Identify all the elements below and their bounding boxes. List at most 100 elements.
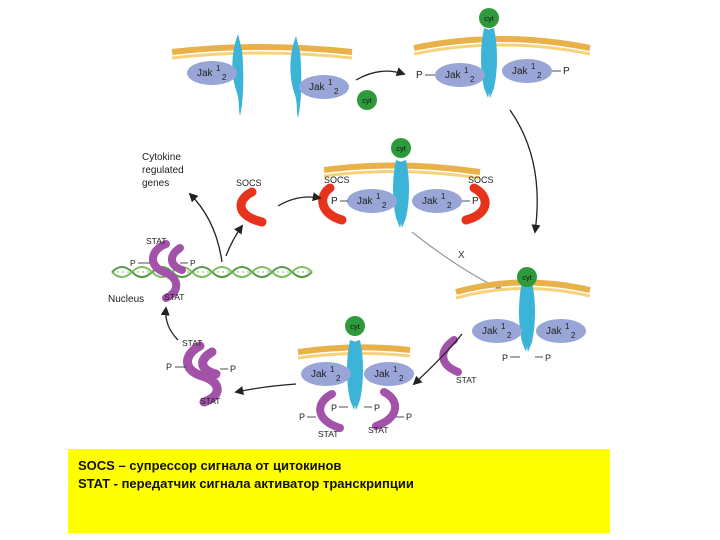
svg-text:Jak: Jak xyxy=(197,68,214,79)
phosphate-label: P xyxy=(331,196,338,207)
svg-text:1: 1 xyxy=(393,365,398,374)
jak-kinase xyxy=(435,63,485,87)
svg-text:1: 1 xyxy=(441,192,446,201)
svg-text:2: 2 xyxy=(447,201,452,210)
svg-text:2: 2 xyxy=(507,331,512,340)
phosphate-label: P xyxy=(545,353,551,363)
svg-text:1: 1 xyxy=(216,64,221,73)
svg-text:Jak: Jak xyxy=(482,326,499,337)
cytokine-label: cyt xyxy=(362,96,373,105)
socs-protein xyxy=(236,187,267,227)
jak-kinase xyxy=(301,362,351,386)
legend-stat-definition: STAT - передатчик сигнала активатор тран… xyxy=(78,476,414,491)
phosphate-label: P xyxy=(374,403,380,413)
cell-membrane xyxy=(171,51,353,60)
jak-kinase xyxy=(299,75,349,99)
phosphate-label: P xyxy=(502,353,508,363)
cytokine-label: cyt xyxy=(484,14,495,23)
flow-arrow xyxy=(509,109,541,234)
phosphate-label: P xyxy=(416,70,423,81)
jak-kinase xyxy=(187,61,237,85)
stat-protein xyxy=(168,244,186,274)
receptor-chain xyxy=(232,34,244,116)
stat-protein xyxy=(316,390,344,432)
phosphate-label: P xyxy=(299,412,305,422)
stat-label: STAT xyxy=(146,236,166,246)
svg-text:1: 1 xyxy=(376,192,381,201)
svg-text:1: 1 xyxy=(328,78,333,87)
svg-text:Jak: Jak xyxy=(311,369,328,380)
flow-arrow xyxy=(234,383,297,396)
svg-text:1: 1 xyxy=(565,322,570,331)
svg-text:2: 2 xyxy=(382,201,387,210)
flow-arrow xyxy=(160,306,179,341)
inhibited-arrow xyxy=(411,231,504,291)
svg-text:1: 1 xyxy=(464,66,469,75)
stat-dimer: STAT STAT P P xyxy=(166,338,236,407)
svg-text:Jak: Jak xyxy=(512,66,529,77)
legend-box: SOCS – супрессор сигнала от цитокинов ST… xyxy=(68,449,610,533)
phosphate-label: P xyxy=(563,66,570,77)
svg-text:2: 2 xyxy=(470,75,475,84)
phosphate-label: P xyxy=(331,403,337,413)
receptor-chain xyxy=(486,28,497,98)
stat-label: STAT xyxy=(368,425,388,435)
jak-kinase xyxy=(347,189,397,213)
nucleus-dna: STAT STAT P P Nucleus xyxy=(108,236,313,305)
cytokine-label: cyt xyxy=(396,144,407,153)
stat-protein xyxy=(198,347,221,379)
cell-membrane xyxy=(413,36,591,51)
jak-kinase xyxy=(412,189,462,213)
svg-text:2: 2 xyxy=(334,87,339,96)
stat-label: STAT xyxy=(200,396,220,406)
svg-text:1: 1 xyxy=(330,365,335,374)
svg-text:Jak: Jak xyxy=(546,326,563,337)
cytokine-ligand xyxy=(517,267,537,287)
socs-label: SOCS xyxy=(324,175,350,185)
flow-arrow xyxy=(188,192,223,263)
phosphate-label: P xyxy=(472,196,479,207)
cytokine-label: cyt xyxy=(522,273,533,282)
jak-kinase xyxy=(536,319,586,343)
stat-protein xyxy=(439,336,462,376)
svg-text:2: 2 xyxy=(336,374,341,383)
stat-protein xyxy=(183,341,222,407)
cytokine-label: cyt xyxy=(350,322,361,331)
cytokine-genes-label: Cytokine regulated genes xyxy=(142,152,184,189)
cytokine-ligand xyxy=(391,138,411,158)
socs-label: SOCS xyxy=(468,175,494,185)
svg-text:Jak: Jak xyxy=(357,196,374,207)
cytokine-ligand xyxy=(479,8,499,28)
cytokine-ligand xyxy=(357,90,377,110)
stat-protein xyxy=(372,388,399,430)
jak-kinase xyxy=(502,59,552,83)
svg-text:regulated: regulated xyxy=(142,165,184,176)
svg-text:Jak: Jak xyxy=(445,70,462,81)
receptor-chain xyxy=(352,340,363,410)
jak-kinase xyxy=(472,319,522,343)
flow-arrow xyxy=(277,192,322,207)
phosphate-label: P xyxy=(130,258,136,268)
svg-text:Jak: Jak xyxy=(374,369,391,380)
phosphate-label: P xyxy=(230,364,236,374)
svg-text:genes: genes xyxy=(142,178,169,189)
nucleus-label: Nucleus xyxy=(108,294,144,305)
receptor-chain xyxy=(524,282,535,352)
flow-arrow xyxy=(355,67,406,81)
inhibition-x: X xyxy=(458,250,465,261)
legend-socs-definition: SOCS – супрессор сигнала от цитокинов xyxy=(78,458,342,473)
flow-arrow xyxy=(412,333,463,386)
phosphate-label: P xyxy=(406,412,412,422)
svg-text:2: 2 xyxy=(222,73,227,82)
